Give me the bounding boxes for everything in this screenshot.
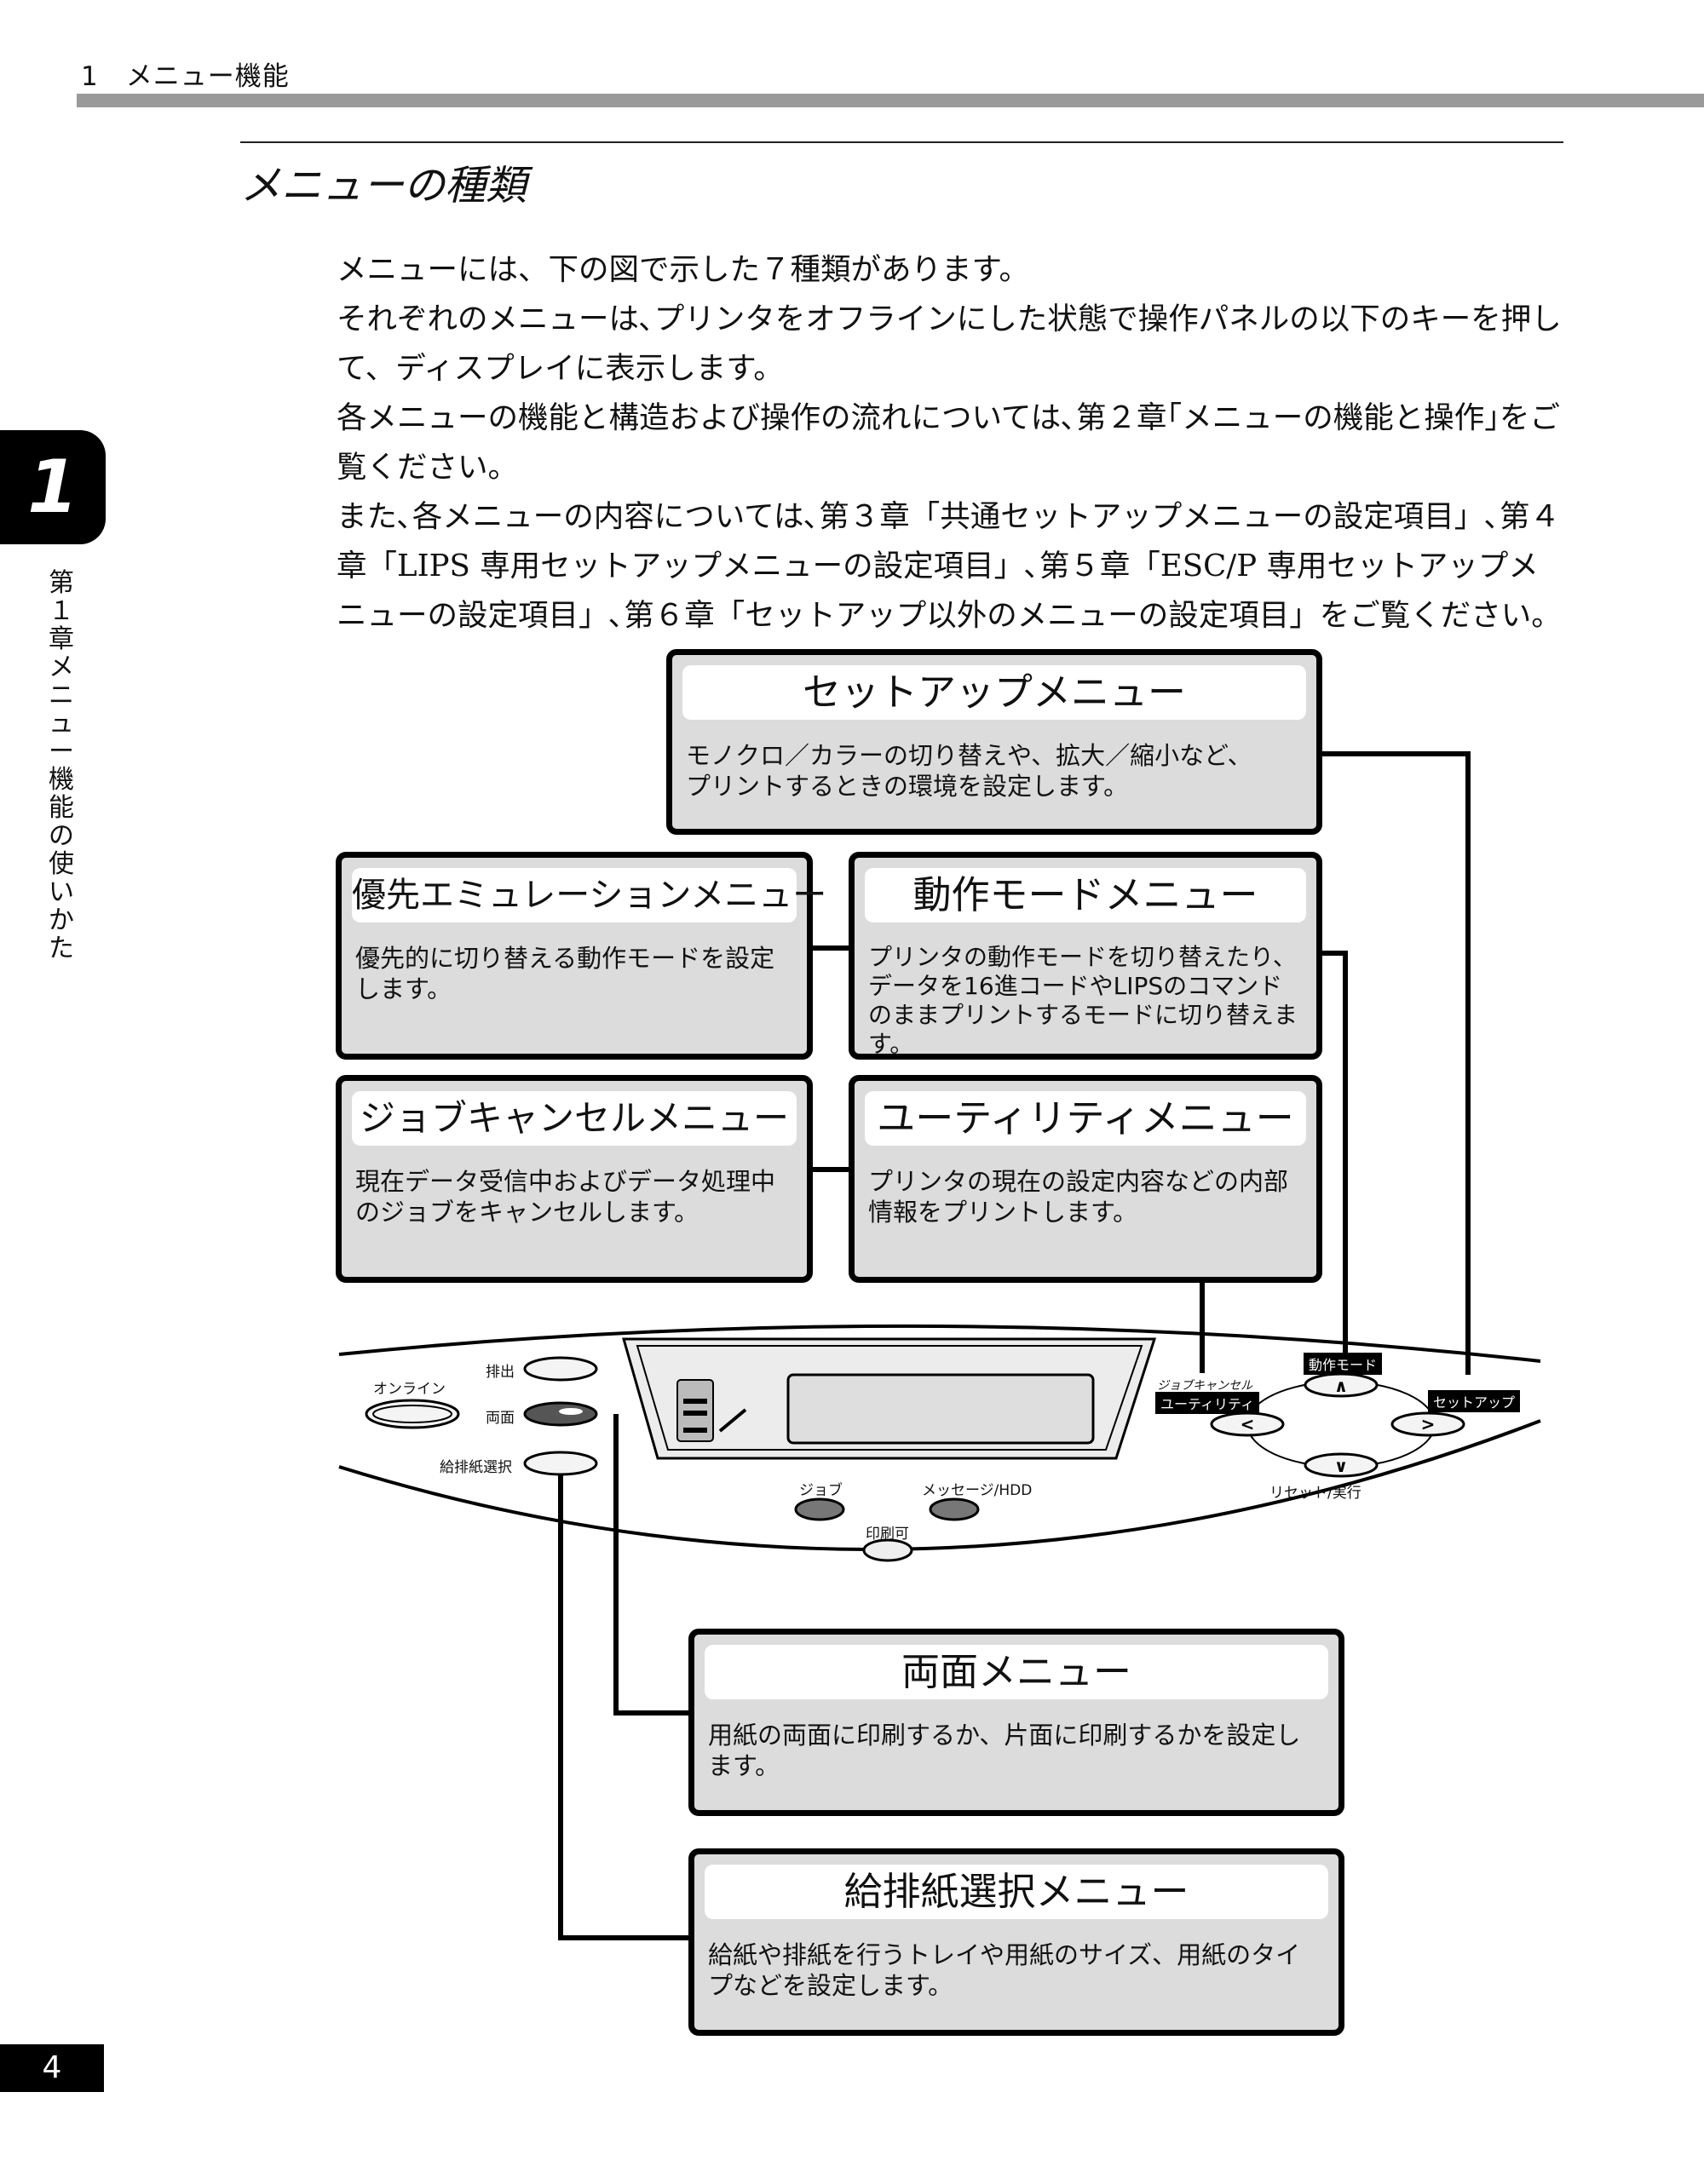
svg-text:∧: ∧ <box>1334 1376 1348 1396</box>
connector-mode-h <box>1317 951 1348 956</box>
connector-paper-v <box>558 1467 563 1940</box>
body-paragraph-2: それぞれのメニューは､プリンタをオフラインにした状態で操作パネルの以下のキーを押… <box>337 302 1562 386</box>
reset-execute-label: リセット/実行 <box>1269 1480 1361 1502</box>
priority-emulation-menu-desc: 優先的に切り替える動作モードを設定します。 <box>355 944 775 1003</box>
utility-key-label: ユーティリティ <box>1155 1392 1260 1414</box>
setup-key-label: セットアップ <box>1428 1390 1521 1412</box>
priority-emulation-menu-box: 優先エミュレーションメニュー 優先的に切り替える動作モードを設定します。 <box>336 852 826 1060</box>
svg-text:>: > <box>1421 1414 1436 1434</box>
priority-emulation-menu-title: 優先エミュレーションメニュー <box>352 868 826 922</box>
body-paragraph-3: 各メニューの機能と構造および操作の流れについては､第２章｢メニューの機能と操作｣… <box>337 400 1560 485</box>
connector-paper-h <box>558 1935 692 1940</box>
body-paragraph-1: メニューには、下の図で示した７種類があります。 <box>337 252 1029 287</box>
connector-setup-v <box>1465 751 1471 1375</box>
duplex-label: 両面 <box>486 1410 515 1427</box>
message-label: メッセージ/ <box>922 1482 999 1499</box>
title-rule <box>240 141 1563 143</box>
chapter-number: 1 <box>27 445 78 530</box>
eject-label: 排出 <box>486 1364 515 1381</box>
header-bar <box>77 94 1704 107</box>
svg-text:∨: ∨ <box>1334 1456 1348 1476</box>
setup-menu-box: セットアップメニュー モノクロ／カラーの切り替えや、拡大／縮小など、プリントする… <box>666 649 1322 835</box>
connector-mode-v <box>1343 951 1348 1373</box>
print-ready-label: 印刷可 <box>866 1526 909 1543</box>
execute-label: 実行 <box>1332 1485 1361 1502</box>
duplex-menu-box: 両面メニュー 用紙の両面に印刷するか、片面に印刷するかを設定します。 <box>688 1629 1344 1816</box>
mode-key-label: 動作モード <box>1304 1353 1383 1375</box>
setup-menu-desc: モノクロ／カラーの切り替えや、拡大／縮小など、プリントするときの環境を設定します… <box>686 741 1252 801</box>
connector-cancel-utility <box>809 1167 852 1172</box>
connector-priority-mode <box>809 945 852 951</box>
job-cancel-menu-desc: 現在データ受信中およびデータ処理中のジョブをキャンセルします。 <box>355 1167 776 1227</box>
duplex-menu-title: 両面メニュー <box>705 1645 1328 1699</box>
body-paragraph-4: また､各メニューの内容については､第３章「共通セットアップメニューの設定項目」､… <box>337 499 1562 633</box>
utility-menu-title: ユーティリティメニュー <box>865 1091 1306 1146</box>
chapter-tab <box>0 430 106 544</box>
utility-menu-box: ユーティリティメニュー プリンタの現在の設定内容などの内部情報をプリントします。 <box>849 1075 1322 1283</box>
connector-setup-h <box>1317 751 1471 756</box>
mode-menu-box: 動作モードメニュー プリンタの動作モードを切り替えたり、データを16進コードやL… <box>849 852 1322 1060</box>
connector-duplex-v <box>613 1414 619 1716</box>
page-number: 4 <box>42 2050 62 2085</box>
utility-menu-desc: プリンタの現在の設定内容などの内部情報をプリントします。 <box>868 1167 1289 1227</box>
connector-utility-v <box>1200 1278 1205 1373</box>
page-number-box <box>0 2044 104 2092</box>
message-hdd-label: メッセージ/HDD <box>922 1478 1032 1499</box>
body-text: メニューには、下の図で示した７種類があります。 それぞれのメニューは､プリンタを… <box>337 245 1568 641</box>
setup-menu-title: セットアップメニュー <box>682 665 1306 720</box>
running-header: 1 メニュー機能 <box>81 61 290 92</box>
section-title: メニューの種類 <box>240 162 527 210</box>
paper-select-label: 給排紙選択 <box>440 1459 512 1476</box>
mode-menu-desc: プリンタの動作モードを切り替えたり、データを16進コードやLIPSのコマンドのま… <box>868 943 1298 1058</box>
paper-select-menu-title: 給排紙選択メニュー <box>705 1865 1328 1919</box>
job-cancel-menu-title: ジョブキャンセルメニュー <box>352 1091 797 1146</box>
job-cancel-key-label: ジョブキャンセル <box>1157 1379 1252 1393</box>
connector-duplex-h <box>613 1710 692 1716</box>
job-label: ジョブ <box>799 1482 843 1499</box>
paper-select-menu-desc: 給紙や排紙を行うトレイや用紙のサイズ、用紙のタイプなどを設定します。 <box>708 1940 1301 2000</box>
job-cancel-menu-box: ジョブキャンセルメニュー 現在データ受信中およびデータ処理中のジョブをキャンセル… <box>336 1075 813 1283</box>
paper-select-menu-box: 給排紙選択メニュー 給紙や排紙を行うトレイや用紙のサイズ、用紙のタイプなどを設定… <box>688 1848 1344 2036</box>
hdd-label: HDD <box>999 1482 1033 1499</box>
reset-label: リセット/ <box>1269 1485 1333 1502</box>
svg-text:<: < <box>1241 1414 1255 1434</box>
chapter-side-label: 第１章 メニュー機能の使いかた <box>49 568 100 963</box>
mode-menu-title: 動作モードメニュー <box>865 868 1306 922</box>
duplex-menu-desc: 用紙の両面に印刷するか、片面に印刷するかを設定します。 <box>708 1721 1301 1780</box>
online-label: オンライン <box>373 1381 446 1398</box>
